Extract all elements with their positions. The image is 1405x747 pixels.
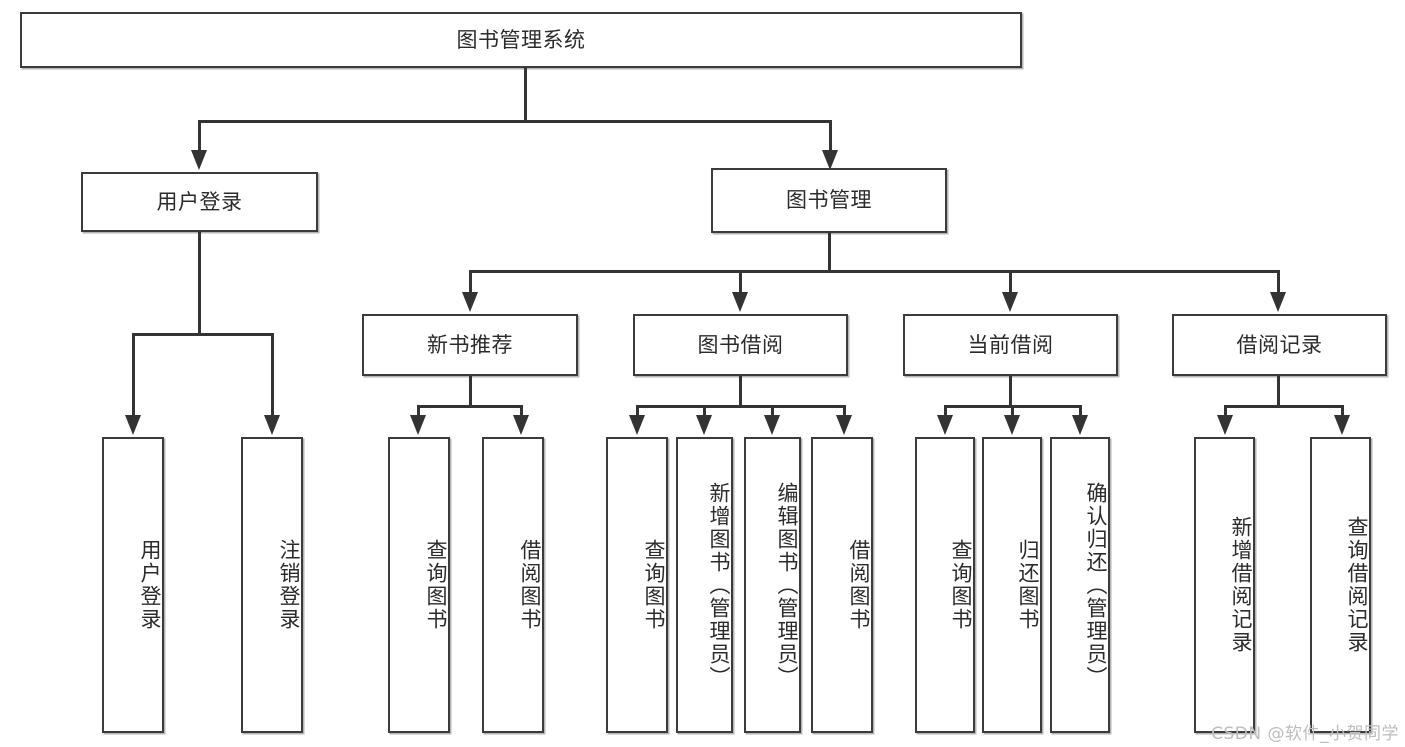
- connector-bb-drop-2: [703, 405, 706, 417]
- arrow-to-leaf-return-book: [1004, 415, 1020, 435]
- connector-book-management-bar: [470, 270, 1280, 273]
- arrow-to-new-book-recommend: [462, 292, 478, 312]
- connector-nbr-drop-1: [417, 405, 420, 417]
- connector-br-bar: [1225, 405, 1343, 408]
- arrow-to-borrow-record: [1270, 292, 1286, 312]
- connector-bm-drop-3: [1009, 270, 1012, 294]
- connector-bm-drop-2: [739, 270, 742, 294]
- leaf-query-book-current[interactable]: 查询图书: [915, 437, 975, 733]
- leaf-add-borrow-record[interactable]: 新增借阅记录: [1194, 437, 1255, 733]
- node-book-management-system[interactable]: 图书管理系统: [20, 12, 1022, 68]
- arrow-to-leaf-query-book-2: [629, 415, 645, 435]
- connector-br-drop-2: [1341, 405, 1344, 417]
- arrow-to-user-login: [191, 150, 207, 170]
- node-new-book-recommend[interactable]: 新书推荐: [362, 314, 578, 376]
- connector-root-drop-left: [198, 120, 201, 154]
- leaf-logout[interactable]: 注销登录: [241, 437, 303, 733]
- leaf-borrow-book-recommend[interactable]: 借阅图书: [482, 437, 544, 733]
- node-label: 归还图书: [1016, 539, 1040, 631]
- leaf-query-borrow-record[interactable]: 查询借阅记录: [1310, 437, 1371, 733]
- connector-user-login-drop-2: [271, 333, 274, 417]
- arrow-to-leaf-edit-book: [764, 415, 780, 435]
- connector-root-bar: [199, 120, 832, 123]
- arrow-to-book-borrow: [732, 292, 748, 312]
- node-label: 借阅记录: [1236, 332, 1323, 357]
- node-current-borrow[interactable]: 当前借阅: [903, 314, 1118, 376]
- connector-nbr-stem: [469, 376, 472, 407]
- leaf-add-book-admin[interactable]: 新增图书（管理员）: [676, 437, 733, 733]
- node-label: 用户登录: [138, 539, 162, 631]
- arrow-to-leaf-borrow-book-2: [836, 415, 852, 435]
- arrow-to-leaf-borrow-book-1: [513, 415, 529, 435]
- connector-br-stem: [1277, 376, 1280, 407]
- connector-user-login-bar: [133, 333, 272, 336]
- connector-root-stem: [524, 68, 527, 122]
- connector-cb-drop-1: [944, 405, 947, 417]
- node-label: 借阅图书: [847, 539, 871, 631]
- arrow-to-leaf-user-login: [125, 415, 141, 435]
- node-label: 图书管理: [786, 188, 872, 213]
- connector-cb-drop-3: [1079, 405, 1082, 417]
- arrow-to-current-borrow: [1002, 292, 1018, 312]
- node-label: 新书推荐: [427, 332, 513, 357]
- arrow-to-book-management: [822, 150, 838, 170]
- arrow-to-leaf-query-record: [1334, 415, 1350, 435]
- node-label: 借阅图书: [518, 539, 542, 631]
- connector-bb-stem: [739, 376, 742, 407]
- connector-br-drop-1: [1224, 405, 1227, 417]
- node-label: 注销登录: [277, 539, 301, 631]
- node-borrow-record[interactable]: 借阅记录: [1172, 314, 1387, 376]
- leaf-query-book-borrow[interactable]: 查询图书: [606, 437, 668, 733]
- node-label: 图书借阅: [697, 332, 784, 357]
- arrow-to-leaf-add-book: [696, 415, 712, 435]
- node-user-login[interactable]: 用户登录: [81, 172, 318, 232]
- connector-cb-drop-2: [1011, 405, 1014, 417]
- node-label: 确认归还（管理员）: [1084, 481, 1108, 689]
- connector-bb-bar: [637, 405, 845, 408]
- node-label: 查询图书: [642, 539, 666, 631]
- connector-bm-drop-1: [469, 270, 472, 294]
- leaf-edit-book-admin[interactable]: 编辑图书（管理员）: [744, 437, 801, 733]
- node-label: 查询图书: [949, 539, 973, 631]
- node-label: 新增图书（管理员）: [707, 481, 731, 689]
- arrow-to-leaf-add-record: [1217, 415, 1233, 435]
- arrow-to-leaf-confirm-return: [1072, 415, 1088, 435]
- connector-user-login-drop-1: [132, 333, 135, 417]
- leaf-borrow-book-borrow[interactable]: 借阅图书: [811, 437, 873, 733]
- connector-user-login-stem: [198, 232, 201, 335]
- connector-bb-drop-4: [843, 405, 846, 417]
- connector-bm-drop-4: [1277, 270, 1280, 294]
- leaf-return-book[interactable]: 归还图书: [982, 437, 1042, 733]
- connector-cb-stem: [1009, 376, 1012, 407]
- arrow-to-leaf-query-book-1: [410, 415, 426, 435]
- connector-bb-drop-3: [771, 405, 774, 417]
- leaf-confirm-return-admin[interactable]: 确认归还（管理员）: [1050, 437, 1110, 733]
- arrow-to-leaf-query-book-3: [937, 415, 953, 435]
- node-label: 编辑图书（管理员）: [775, 481, 799, 689]
- node-label: 用户登录: [156, 189, 243, 214]
- leaf-query-book-recommend[interactable]: 查询图书: [388, 437, 450, 733]
- node-label: 图书管理系统: [456, 27, 586, 52]
- connector-nbr-drop-2: [520, 405, 523, 417]
- node-label: 新增借阅记录: [1229, 516, 1253, 654]
- node-label: 查询图书: [424, 539, 448, 631]
- node-label: 查询借阅记录: [1345, 516, 1369, 654]
- connector-book-management-stem: [828, 233, 831, 272]
- arrow-to-leaf-logout: [264, 415, 280, 435]
- node-label: 当前借阅: [967, 332, 1054, 357]
- connector-nbr-bar: [418, 405, 521, 408]
- leaf-user-login[interactable]: 用户登录: [102, 437, 164, 733]
- node-book-management[interactable]: 图书管理: [711, 168, 947, 233]
- node-book-borrow[interactable]: 图书借阅: [633, 314, 848, 376]
- connector-root-drop-right: [829, 120, 832, 154]
- connector-bb-drop-1: [636, 405, 639, 417]
